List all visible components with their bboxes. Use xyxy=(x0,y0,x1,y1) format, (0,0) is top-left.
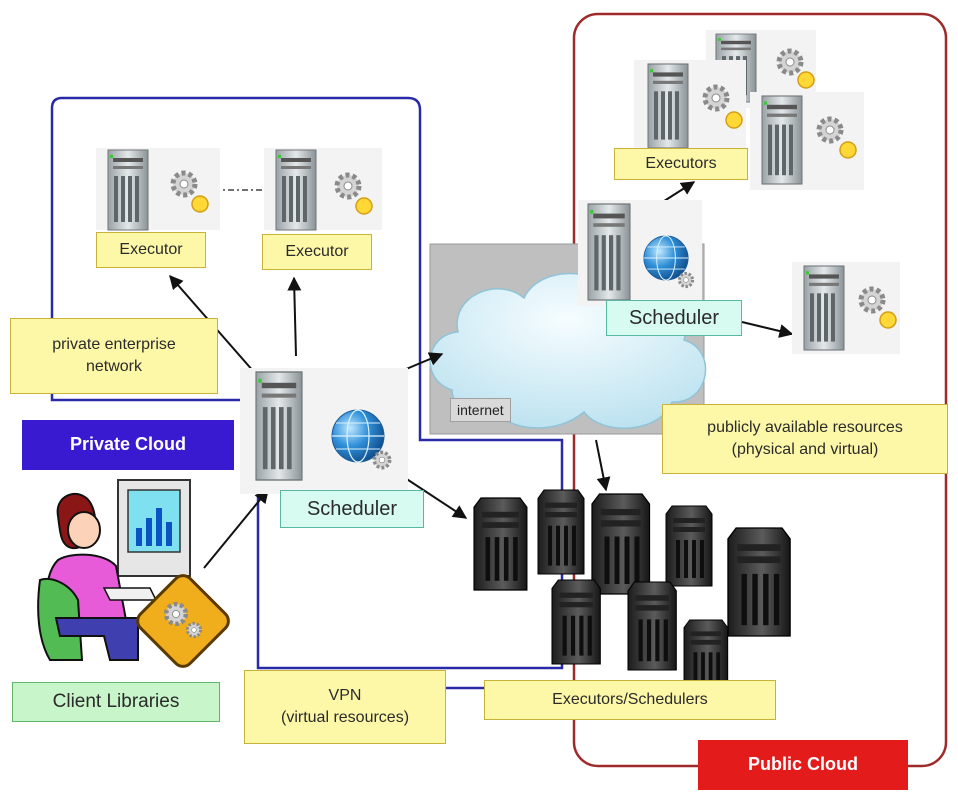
private-network-label: private enterprise network xyxy=(10,318,218,394)
client-user-icon xyxy=(37,479,191,661)
public-cloud-label: Public Cloud xyxy=(698,740,908,790)
arrow-to-public-server xyxy=(741,321,794,338)
private-cloud-label: Private Cloud xyxy=(22,420,234,470)
executors-public-server-icon xyxy=(634,30,864,190)
internet-label: internet xyxy=(450,398,511,422)
arrow-to-executor-right xyxy=(287,276,302,357)
public-resource-server-icon xyxy=(792,262,900,354)
executors-schedulers-server-icon xyxy=(473,489,791,697)
public-resources-label: publicly available resources (physical a… xyxy=(662,404,948,474)
executor-left-label: Executor xyxy=(96,232,206,268)
executor-left-server-icon xyxy=(96,148,220,231)
vpn-label: VPN (virtual resources) xyxy=(244,670,446,744)
executor-right-server-icon xyxy=(264,148,382,231)
scheduler-public-label: Scheduler xyxy=(606,300,742,336)
scheduler-private-label: Scheduler xyxy=(280,490,424,528)
client-libraries-label: Client Libraries xyxy=(12,682,220,722)
arrow-client-to-scheduler xyxy=(203,488,269,569)
client-libraries-badge-icon xyxy=(136,574,230,668)
executors-schedulers-label: Executors/Schedulers xyxy=(484,680,776,720)
executor-right-label: Executor xyxy=(262,234,372,270)
arrow-to-dark-servers xyxy=(595,439,611,492)
scheduler-private-server-icon xyxy=(240,368,408,494)
executors-public-label: Executors xyxy=(614,148,748,180)
scheduler-public-server-icon xyxy=(578,200,702,306)
